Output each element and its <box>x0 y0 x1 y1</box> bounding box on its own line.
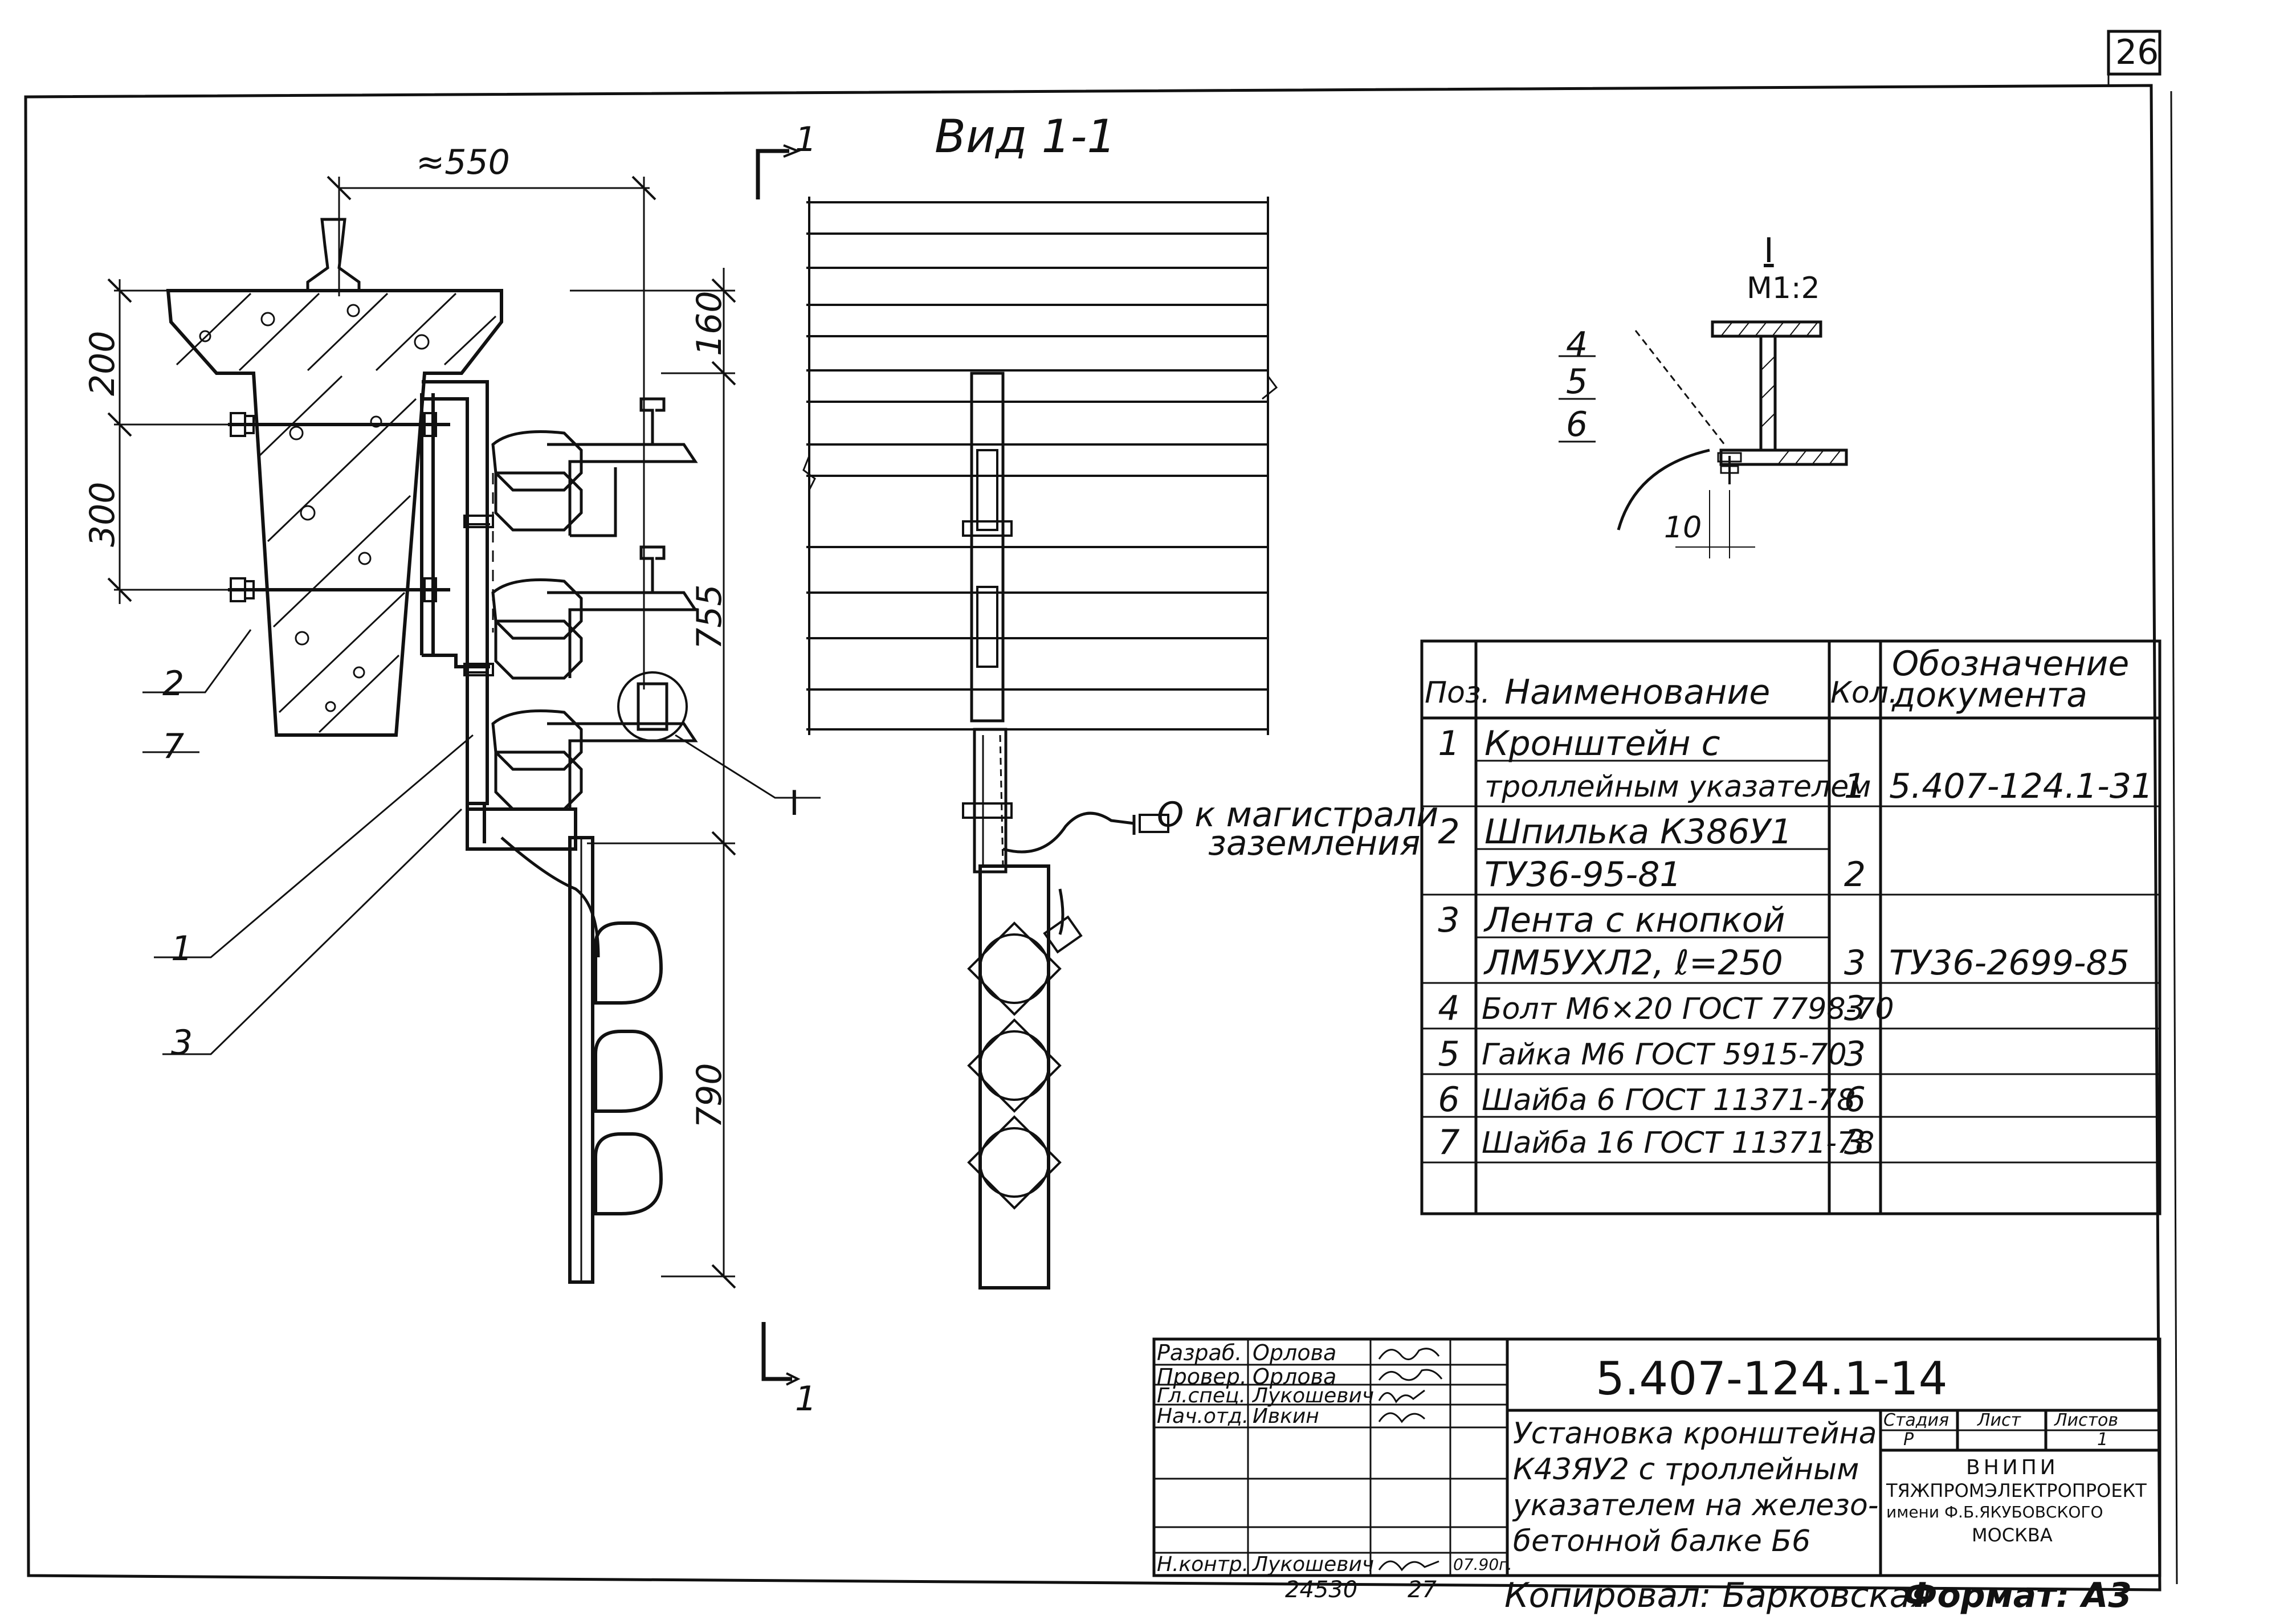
spec-header-name: Наименование <box>1504 672 1771 712</box>
callout-3: 3 <box>171 1023 193 1063</box>
signal-assembly <box>500 836 663 1284</box>
spec-row-1-pos: 1 <box>1438 724 1460 764</box>
sheets-header: Листов <box>2054 1410 2119 1430</box>
spec-table-grid <box>1420 639 2161 1215</box>
spec-header-doc-1: Обозначение <box>1892 644 2130 684</box>
detail-scale: М1:2 <box>1747 271 1820 305</box>
page-number: 26 <box>2115 32 2159 72</box>
org-line-1: ВНИПИ <box>1966 1456 2059 1479</box>
copied-by: Копировал: Барковская <box>1504 1576 1931 1615</box>
sign-date: 07.90г. <box>1453 1555 1512 1574</box>
sign-name-2: Орлова <box>1253 1364 1337 1389</box>
spec-row-10-qty: 3 <box>1844 1123 1866 1162</box>
sign-role-4: Нач.отд. <box>1157 1405 1249 1428</box>
spec-header-qty: Кол. <box>1830 676 1898 710</box>
spec-row-8-qty: 3 <box>1844 1034 1866 1074</box>
org-line-4: МОСКВА <box>1972 1524 2053 1546</box>
dimension-lines <box>107 176 736 1289</box>
spec-row-2-name: троллейным указателем <box>1484 770 1871 804</box>
detail-title: I <box>1764 231 1774 271</box>
spec-row-6-name: ЛМ5УХЛ2, ℓ=250 <box>1484 943 1783 983</box>
sign-role-8: Н.контр. <box>1157 1553 1249 1576</box>
spec-row-2-qty: 1 <box>1844 766 1866 806</box>
desc-line-4: бетонной балке Б6 <box>1513 1524 1811 1558</box>
sign-name-8: Лукошевич <box>1253 1553 1375 1576</box>
spec-header-doc-2: документа <box>1892 675 2088 715</box>
spec-row-10-pos: 7 <box>1438 1123 1460 1162</box>
detail-label-4: 4 <box>1566 325 1588 365</box>
section-marks <box>756 144 801 1386</box>
spec-row-5-pos: 3 <box>1438 900 1460 940</box>
spec-row-6-qty: 3 <box>1844 943 1866 983</box>
org-line-3: имени Ф.Б.ЯКУБОВСКОГО <box>1886 1503 2103 1521</box>
view-title: Вид 1-1 <box>935 110 1116 163</box>
spec-row-7-pos: 4 <box>1438 989 1460 1029</box>
spec-row-2-doc: 5.407-124.1-31 <box>1889 766 2154 806</box>
detail-label-5: 5 <box>1566 362 1588 402</box>
spec-row-7-name: Болт М6×20 ГОСТ 7798-70 <box>1482 992 1894 1026</box>
spec-row-4-qty: 2 <box>1844 855 1866 895</box>
title-block-grid <box>1152 1337 2161 1577</box>
spec-header-pos: Поз. <box>1425 676 1491 710</box>
view-1-1 <box>802 197 1278 1290</box>
sign-name-1: Орлова <box>1253 1340 1337 1365</box>
spec-row-3-pos: 2 <box>1438 812 1460 852</box>
stage-value: Р <box>1903 1430 1914 1450</box>
callout-1: 1 <box>171 929 193 969</box>
sheet-frame <box>24 30 2178 1592</box>
desc-line-3: указателем на железо- <box>1513 1488 1879 1523</box>
inv-sheet: 27 <box>1408 1577 1437 1603</box>
sign-name-3: Лукошевич <box>1253 1384 1375 1407</box>
spec-row-1-name: Кронштейн с <box>1484 724 1720 764</box>
sign-role-3: Гл.спец. <box>1157 1384 1246 1407</box>
stage-header: Стадия <box>1883 1410 1950 1430</box>
detail-dim-10: 10 <box>1664 511 1702 545</box>
spec-row-9-qty: 6 <box>1844 1080 1866 1120</box>
ground-note-line1: О к магистрали <box>1157 795 1439 835</box>
sheet-header: Лист <box>1977 1410 2021 1430</box>
section-mark-top: 1 <box>795 120 817 160</box>
clamp-assemblies <box>491 397 698 811</box>
detail-label-6: 6 <box>1566 405 1588 444</box>
desc-line-2: К43ЯУ2 с троллейным <box>1513 1452 1859 1487</box>
spec-row-8-name: Гайка М6 ГОСТ 5915-70 <box>1482 1038 1847 1072</box>
desc-line-1: Установка кронштейна <box>1513 1417 1877 1451</box>
spec-row-9-name: Шайба 6 ГОСТ 11371-78 <box>1482 1083 1856 1117</box>
spec-row-9-pos: 6 <box>1438 1080 1460 1120</box>
leader-lines <box>142 629 821 1055</box>
doc-code: 5.407-124.1-14 <box>1596 1352 1948 1405</box>
callout-7: 7 <box>162 727 185 766</box>
inv-number: 24530 <box>1285 1577 1358 1603</box>
detail-mark: I <box>789 784 800 823</box>
studs <box>228 412 450 602</box>
ground-note-line2: заземления <box>1208 823 1421 863</box>
sign-name-4: Ивкин <box>1253 1405 1319 1428</box>
spec-row-8-pos: 5 <box>1438 1034 1460 1074</box>
callout-2: 2 <box>162 664 185 704</box>
dim-top-width: ≈550 <box>416 142 510 182</box>
spec-row-5-name: Лента с кнопкой <box>1484 900 1785 940</box>
spec-row-10-name: Шайба 16 ГОСТ 11371-78 <box>1482 1126 1875 1160</box>
concrete-beam <box>166 289 503 737</box>
sign-role-1: Разраб. <box>1157 1340 1242 1365</box>
spec-row-4-name: ТУ36-95-81 <box>1484 855 1682 895</box>
section-mark-bottom: 1 <box>795 1379 817 1419</box>
sign-role-2: Провер. <box>1157 1364 1247 1389</box>
org-line-2: ТЯЖПРОМЭЛЕКТРОПРОЕКТ <box>1886 1480 2147 1501</box>
spec-row-7-qty: 3 <box>1844 989 1866 1029</box>
detail-i <box>1559 320 1848 558</box>
format-label: Формат: А3 <box>1903 1576 2132 1615</box>
rail-top <box>306 218 361 292</box>
sheets-value: 1 <box>2097 1430 2108 1450</box>
spec-row-6-doc: ТУ36-2699-85 <box>1889 943 2130 983</box>
spec-row-3-name: Шпилька К386У1 <box>1484 812 1793 852</box>
